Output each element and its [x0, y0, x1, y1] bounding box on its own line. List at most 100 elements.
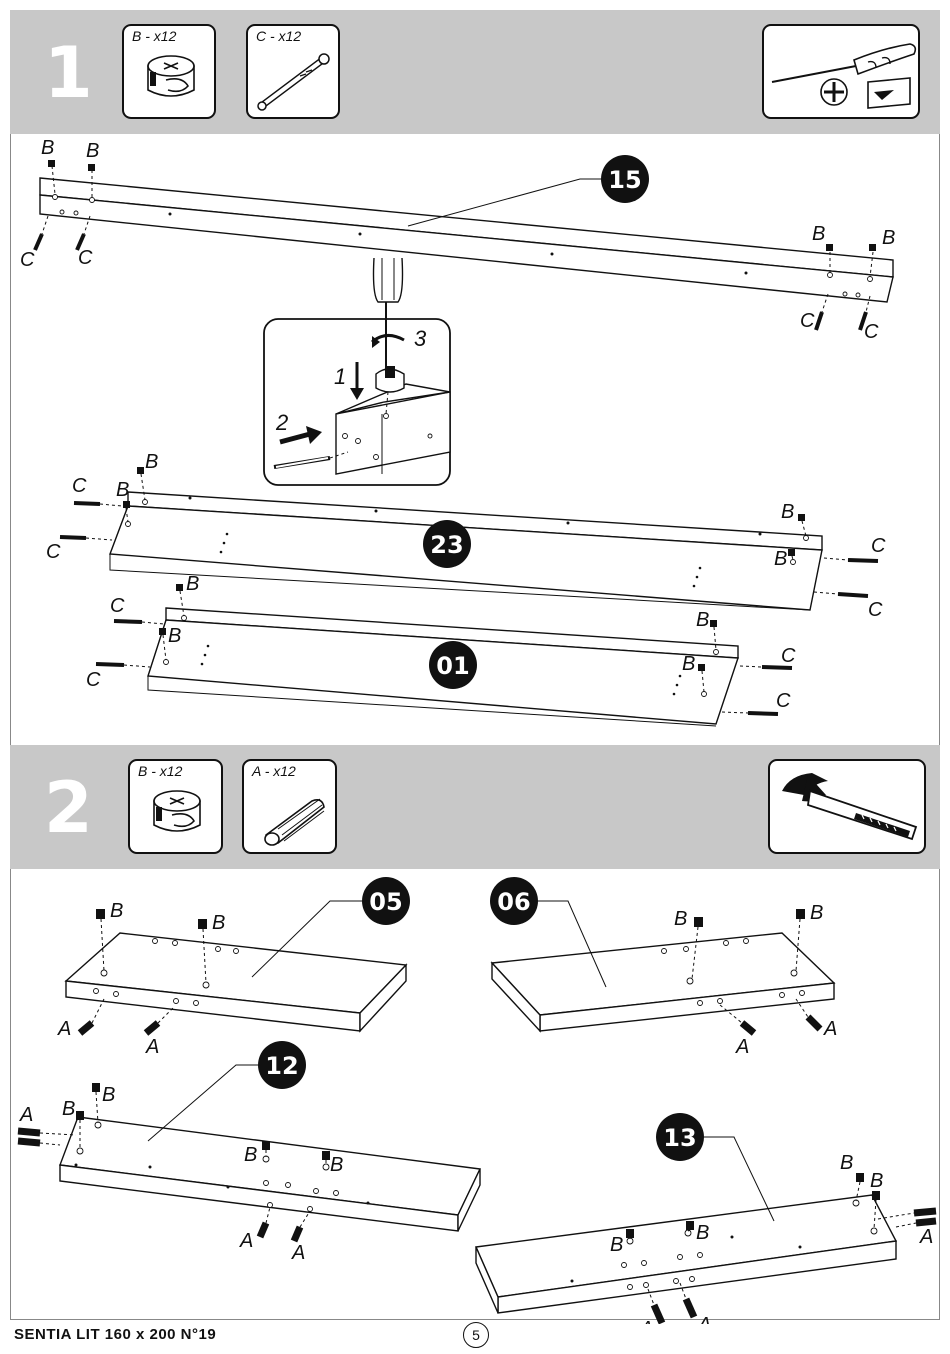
letter-B: B — [86, 140, 99, 162]
letter-C: C — [72, 475, 87, 497]
step-1-header: 1 B - x12 C - x12 — [10, 10, 940, 134]
sequence-2: 2 — [275, 410, 288, 435]
fittings-01: B B C C B B C C — [86, 573, 796, 716]
part-number-13: 13 — [656, 1113, 704, 1161]
panel-13 — [474, 1194, 898, 1314]
hardware-box-cam-lock: B - x12 — [128, 759, 223, 854]
letter-C: C — [864, 321, 879, 343]
panel-06 — [490, 932, 836, 1033]
hardware-box-wood-dowel: A - x12 — [242, 759, 337, 854]
tools-box — [768, 759, 926, 854]
cam-lock-icon — [153, 790, 201, 832]
letter-B: B — [870, 1170, 883, 1192]
letter-A: A — [57, 1018, 71, 1040]
letter-B: B — [840, 1152, 853, 1174]
part-number-06: 06 — [490, 877, 538, 925]
part-number-01: 01 — [429, 641, 477, 689]
tools-box — [762, 24, 920, 119]
leader-line — [407, 178, 605, 227]
footer-title: SENTIA LIT 160 x 200 N°19 — [14, 1326, 217, 1343]
part-number-text: 15 — [608, 166, 641, 194]
letter-A: A — [823, 1018, 837, 1040]
fittings-05: B B A A — [57, 900, 225, 1058]
letter-C: C — [781, 645, 796, 667]
letter-B: B — [212, 912, 225, 934]
step-2-diagram: 05 B B A A 06 B B A A — [17, 877, 937, 1324]
part-number-23: 23 — [423, 520, 471, 568]
letter-B: B — [62, 1098, 75, 1120]
fittings-15: B B C C B B C C — [20, 137, 895, 343]
step-1-diagram: 15 B B C C B B C C — [20, 137, 895, 727]
panel-05 — [64, 932, 408, 1033]
letter-B: B — [610, 1234, 623, 1256]
fittings-06: B B A A — [674, 902, 837, 1058]
part-number-text: 23 — [430, 531, 463, 559]
letter-A: A — [697, 1314, 711, 1324]
letter-B: B — [186, 573, 199, 595]
step-number: 1 — [44, 32, 93, 114]
fittings-12: B B A B B A A — [17, 1083, 343, 1264]
letter-B: B — [774, 548, 787, 570]
letter-B: B — [330, 1154, 343, 1176]
part-number-text: 13 — [663, 1124, 696, 1152]
letter-C: C — [110, 595, 125, 617]
letter-B: B — [116, 479, 129, 501]
part-number-text: 05 — [369, 888, 402, 916]
letter-B: B — [696, 1222, 709, 1244]
screwdriver-icon — [771, 43, 917, 109]
letter-C: C — [78, 247, 93, 269]
letter-B: B — [110, 900, 123, 922]
hardware-label: B - x12 — [132, 28, 177, 44]
sequence-1: 1 — [334, 364, 346, 389]
letter-B: B — [810, 902, 823, 924]
hardware-label: B - x12 — [138, 763, 183, 779]
panel-15 — [39, 177, 894, 303]
letter-B: B — [882, 227, 895, 249]
page-number: 5 — [463, 1322, 489, 1348]
hardware-box-cam-bolt: C - x12 — [246, 24, 340, 119]
leader-line — [251, 900, 364, 978]
letter-B: B — [102, 1084, 115, 1106]
letter-C: C — [800, 310, 815, 332]
hammer-icon — [782, 773, 918, 841]
fittings-23: B B C C B B C C — [46, 451, 886, 621]
hardware-box-cam-lock: B - x12 — [122, 24, 216, 119]
letter-B: B — [674, 908, 687, 930]
letter-C: C — [776, 690, 791, 712]
cam-lock-icon — [147, 55, 195, 97]
part-number-text: 06 — [497, 888, 530, 916]
part-number-05: 05 — [362, 877, 410, 925]
letter-C: C — [46, 541, 61, 563]
sequence-3: 3 — [414, 326, 427, 351]
letter-A: A — [19, 1104, 33, 1126]
part-number-15: 15 — [601, 155, 649, 203]
leader-line — [147, 1064, 262, 1142]
letter-A: A — [145, 1036, 159, 1058]
letter-C: C — [871, 535, 886, 557]
hardware-label: C - x12 — [256, 28, 302, 44]
leader-line — [536, 900, 607, 988]
letter-A: A — [735, 1036, 749, 1058]
letter-C: C — [86, 669, 101, 691]
wood-dowel-icon — [264, 798, 325, 846]
letter-A: A — [239, 1230, 253, 1252]
letter-B: B — [145, 451, 158, 473]
detail-inset: 3 1 2 — [263, 302, 451, 486]
leader-line — [704, 1136, 775, 1222]
letter-B: B — [781, 501, 794, 523]
screwdriver-handle — [372, 257, 404, 303]
panel-12 — [59, 1116, 482, 1232]
part-number-text: 01 — [436, 652, 469, 680]
cam-bolt-icon — [257, 53, 330, 111]
letter-A: A — [639, 1318, 653, 1324]
part-number-12: 12 — [258, 1041, 306, 1089]
letter-B: B — [696, 609, 709, 631]
letter-C: C — [20, 249, 35, 271]
fittings-13: B B A B B A A — [610, 1152, 937, 1324]
letter-B: B — [682, 653, 695, 675]
letter-B: B — [244, 1144, 257, 1166]
letter-B: B — [812, 223, 825, 245]
letter-A: A — [291, 1242, 305, 1264]
letter-B: B — [168, 625, 181, 647]
hardware-label: A - x12 — [252, 763, 296, 779]
